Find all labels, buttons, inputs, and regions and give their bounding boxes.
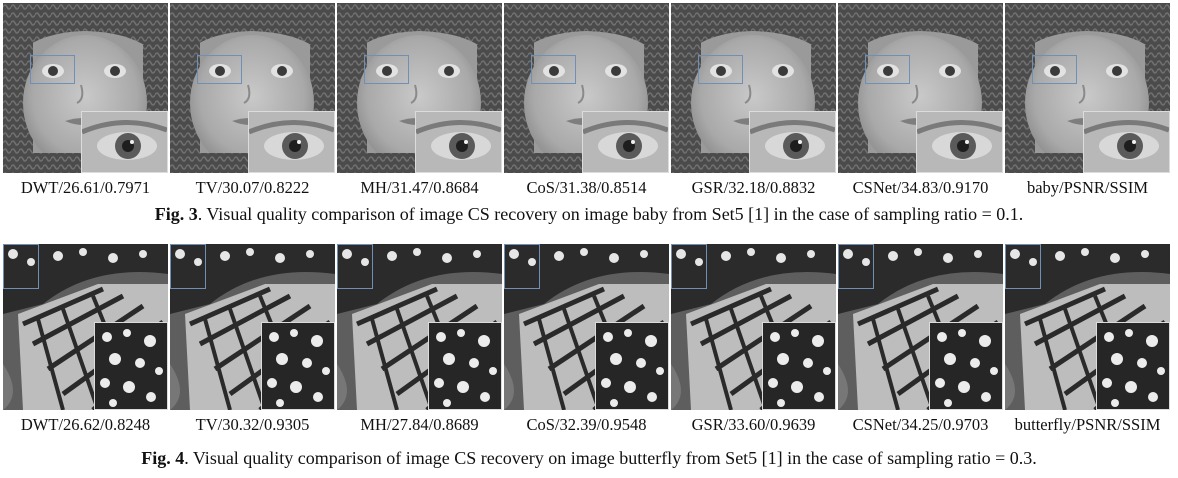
zoom-region-box <box>1005 244 1041 289</box>
zoom-region-box <box>698 55 743 84</box>
baby-panel-dwt: DWT/26.61/0.7971 <box>3 3 168 198</box>
zoom-inset <box>916 111 1003 173</box>
baby-panel-tv: TV/30.07/0.8222 <box>170 3 335 198</box>
eye-zoom <box>1084 112 1169 172</box>
zoom-region-box <box>1032 55 1077 84</box>
zoom-inset <box>261 322 335 410</box>
panel-label: baby/PSNR/SSIM <box>1026 178 1149 197</box>
zoom-region-box <box>3 244 39 289</box>
butterfly-panel-mh: MH/27.84/0.8689 <box>337 244 502 435</box>
panel-label: MH/31.47/0.8684 <box>360 178 479 197</box>
wing-zoom <box>763 323 835 409</box>
zoom-region-box <box>337 244 373 289</box>
zoom-inset <box>248 111 335 173</box>
zoom-inset <box>749 111 836 173</box>
zoom-region-box <box>197 55 242 84</box>
wing-zoom <box>262 323 334 409</box>
baby-image <box>3 3 168 173</box>
baby-panel-gsr: GSR/32.18/0.8832 <box>671 3 836 198</box>
baby-image <box>838 3 1003 173</box>
wing-zoom <box>930 323 1002 409</box>
zoom-region-box <box>531 55 576 84</box>
wing-zoom <box>596 323 668 409</box>
butterfly-panel-original: butterfly/PSNR/SSIM <box>1005 244 1170 435</box>
figure-3-caption: Fig. 3. Visual quality comparison of ima… <box>0 204 1178 225</box>
butterfly-image <box>170 244 335 410</box>
eye-zoom <box>750 112 835 172</box>
zoom-region-box <box>364 55 409 84</box>
zoom-region-box <box>30 55 75 84</box>
eye-zoom <box>82 112 167 172</box>
baby-image <box>671 3 836 173</box>
zoom-inset <box>428 322 502 410</box>
zoom-inset <box>762 322 836 410</box>
butterfly-image <box>671 244 836 410</box>
baby-panel-csnet: CSNet/34.83/0.9170 <box>838 3 1003 198</box>
panel-label: CoS/31.38/0.8514 <box>526 178 647 197</box>
panel-label: CSNet/34.25/0.9703 <box>852 415 989 434</box>
eye-zoom <box>416 112 501 172</box>
butterfly-photo <box>838 244 1003 410</box>
wing-zoom <box>1097 323 1169 409</box>
butterfly-image <box>3 244 168 410</box>
butterfly-panel-tv: TV/30.32/0.9305 <box>170 244 335 435</box>
baby-panel-cos: CoS/31.38/0.8514 <box>504 3 669 198</box>
zoom-inset <box>595 322 669 410</box>
zoom-inset <box>582 111 669 173</box>
panel-label: CoS/32.39/0.9548 <box>526 415 647 434</box>
zoom-inset <box>415 111 502 173</box>
baby-image <box>1005 3 1170 173</box>
panel-label: butterfly/PSNR/SSIM <box>1014 415 1161 434</box>
zoom-inset <box>1083 111 1170 173</box>
panel-label: DWT/26.62/0.8248 <box>20 415 151 434</box>
figure-label: Fig. 4 <box>141 448 185 468</box>
butterfly-panel-csnet: CSNet/34.25/0.9703 <box>838 244 1003 435</box>
zoom-inset <box>81 111 168 173</box>
zoom-inset <box>1096 322 1170 410</box>
figure-3-panels: DWT/26.61/0.7971 TV/30.07/0.8222 <box>3 3 1170 198</box>
panel-label: CSNet/34.83/0.9170 <box>852 178 989 197</box>
zoom-region-box <box>671 244 707 289</box>
panel-label: MH/27.84/0.8689 <box>360 415 479 434</box>
caption-text: . Visual quality comparison of image CS … <box>197 204 1024 224</box>
baby-image <box>337 3 502 173</box>
zoom-inset <box>94 322 168 410</box>
caption-text: . Visual quality comparison of image CS … <box>184 448 1037 468</box>
butterfly-panel-gsr: GSR/33.60/0.9639 <box>671 244 836 435</box>
baby-panel-mh: MH/31.47/0.8684 <box>337 3 502 198</box>
figure-4-panels: DWT/26.62/0.8248 TV/30.32/0.9305 MH/27.8… <box>3 244 1170 435</box>
zoom-region-box <box>170 244 206 289</box>
eye-zoom <box>583 112 668 172</box>
butterfly-panel-cos: CoS/32.39/0.9548 <box>504 244 669 435</box>
butterfly-image <box>838 244 1003 410</box>
panel-label: GSR/32.18/0.8832 <box>691 178 816 197</box>
wing-zoom <box>95 323 167 409</box>
figure-label: Fig. 3 <box>154 204 198 224</box>
panel-label: DWT/26.61/0.7971 <box>20 178 151 197</box>
wing-zoom <box>429 323 501 409</box>
baby-panel-original: baby/PSNR/SSIM <box>1005 3 1170 198</box>
zoom-inset <box>929 322 1003 410</box>
eye-zoom <box>249 112 334 172</box>
figure-4-caption: Fig. 4. Visual quality comparison of ima… <box>0 448 1178 469</box>
panel-label: GSR/33.60/0.9639 <box>691 415 816 434</box>
eye-zoom <box>917 112 1002 172</box>
butterfly-panel-dwt: DWT/26.62/0.8248 <box>3 244 168 435</box>
butterfly-image <box>504 244 669 410</box>
zoom-region-box <box>865 55 910 84</box>
zoom-region-box <box>838 244 874 289</box>
butterfly-image <box>1005 244 1170 410</box>
baby-image <box>170 3 335 173</box>
zoom-region-box <box>504 244 540 289</box>
panel-label: TV/30.07/0.8222 <box>195 178 310 197</box>
butterfly-image <box>337 244 502 410</box>
panel-label: TV/30.32/0.9305 <box>195 415 310 434</box>
baby-image <box>504 3 669 173</box>
